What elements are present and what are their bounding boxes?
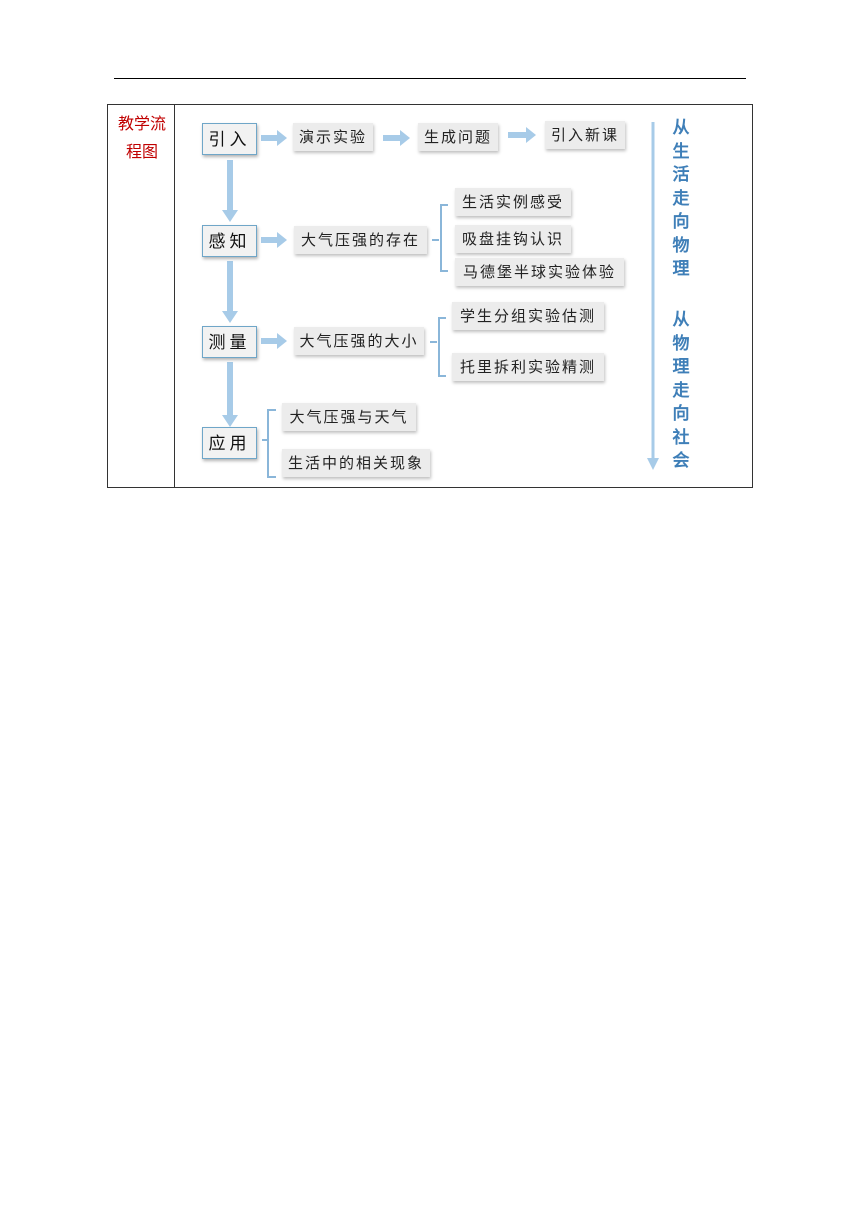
brackets: [262, 204, 448, 478]
vertical-arrows: [222, 160, 238, 427]
measurement-item: 托里拆利实验精测: [452, 353, 604, 381]
arrow-right-icon: [383, 130, 410, 146]
step-measurement: 测量: [202, 326, 257, 358]
bracket-measurement: [430, 317, 446, 377]
step-perception: 感知: [202, 225, 257, 257]
perception-item: 吸盘挂钩认识: [455, 225, 571, 253]
arrow-right-icon: [261, 232, 287, 248]
arrow-down-icon: [222, 160, 238, 222]
measurement-center: 大气压强的大小: [294, 327, 424, 355]
perception-center: 大气压强的存在: [294, 226, 427, 254]
arrow-right-icon: [261, 333, 287, 349]
arrow-right-icon: [508, 127, 536, 143]
header-rule: [114, 78, 746, 79]
flowchart-table: [107, 104, 753, 488]
step-intro: 引入: [202, 123, 257, 155]
intro-demo: 演示实验: [293, 123, 373, 151]
horizontal-arrows: [261, 127, 536, 349]
arrow-right-icon: [261, 130, 287, 146]
application-item: 大气压强与天气: [282, 403, 416, 431]
measurement-item: 学生分组实验估测: [452, 302, 604, 330]
bracket-application: [262, 409, 276, 478]
intro-new-lesson: 引入新课: [545, 121, 625, 149]
step-application: 应用: [202, 427, 257, 459]
bracket-perception: [432, 204, 448, 272]
perception-item: 马德堡半球实验体验: [455, 258, 624, 286]
application-item: 生活中的相关现象: [282, 449, 430, 477]
arrow-down-icon: [222, 362, 238, 427]
table-divider: [174, 104, 175, 488]
side-label-life-to-physics: 从生活走向物理: [672, 118, 690, 279]
perception-item: 生活实例感受: [455, 188, 571, 216]
arrow-down-icon: [222, 261, 238, 323]
side-arrow: [647, 122, 659, 470]
intro-question: 生成问题: [418, 123, 498, 151]
side-label-physics-to-society: 从物理走向社会: [672, 310, 690, 471]
row-label: 教学流程图: [117, 114, 166, 161]
